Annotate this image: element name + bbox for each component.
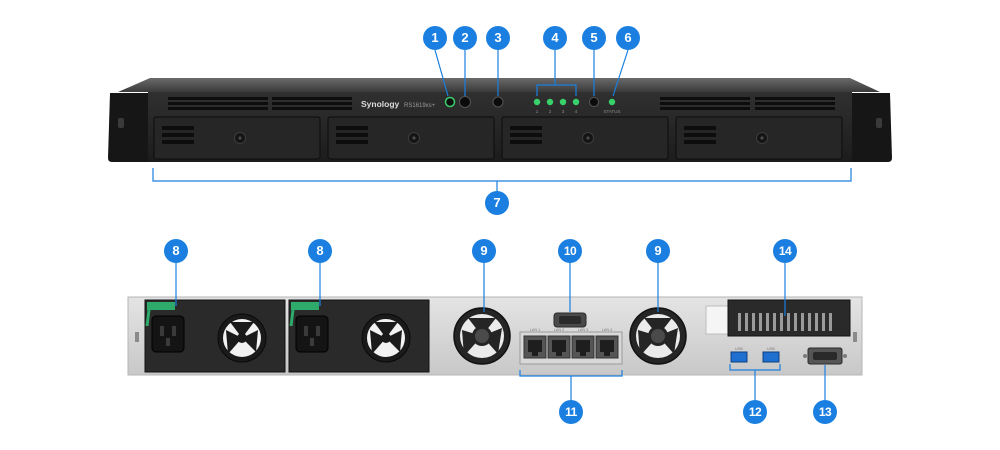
drive-tray[interactable] <box>327 116 495 160</box>
callout-number: 4 <box>551 30 559 45</box>
callout-badge-8: 8 <box>308 239 332 263</box>
front-vents-left <box>168 97 352 110</box>
drive-led <box>559 98 567 106</box>
status-led <box>608 98 616 106</box>
lan-port-label: LAN 2 <box>554 328 565 332</box>
callout-badge-5: 5 <box>582 26 606 50</box>
lan-ports <box>519 331 623 365</box>
left-rack-ear <box>108 93 150 162</box>
drive-number-label: 2 <box>549 109 552 114</box>
callout-badge-12: 12 <box>743 400 767 424</box>
lan-port-label: LAN 4 <box>602 328 613 332</box>
drive-tray[interactable] <box>153 116 321 160</box>
drive-number-label: 4 <box>575 109 578 114</box>
lan-port[interactable] <box>595 335 619 359</box>
drive-led <box>533 98 541 106</box>
callout-badge-6: 6 <box>616 26 640 50</box>
callout-badge-9: 9 <box>472 239 496 263</box>
right-rack-ear <box>850 93 892 162</box>
beep-off-button[interactable] <box>492 96 504 108</box>
callout-number: 6 <box>624 30 632 45</box>
drive-status-leds <box>533 98 580 106</box>
power-supply <box>288 299 430 373</box>
usb-label: USB <box>735 347 743 351</box>
callout-number: 11 <box>565 405 577 419</box>
reset-button[interactable] <box>589 97 599 107</box>
callout-number: 9 <box>654 243 662 258</box>
callout-number: 1 <box>431 30 439 45</box>
callout-badge-10: 10 <box>558 239 582 263</box>
lan-port[interactable] <box>571 335 595 359</box>
callout-number: 9 <box>480 243 488 258</box>
callout-number: 8 <box>172 243 180 258</box>
callout-number: 3 <box>494 30 502 45</box>
callout-number: 12 <box>748 405 762 419</box>
power-inlet[interactable] <box>295 315 329 353</box>
callout-number: 13 <box>818 405 832 419</box>
status-led-label: STATUS <box>603 109 620 114</box>
usb-port[interactable] <box>762 351 780 363</box>
callout-badge-1: 1 <box>423 26 447 50</box>
lan-port[interactable] <box>523 335 547 359</box>
model-label: RS1619xs+ <box>404 103 436 109</box>
system-fan <box>629 307 687 365</box>
drive-number-label: 3 <box>562 109 565 114</box>
callout-badge-11: 11 <box>559 400 583 424</box>
lan-port-label: LAN 3 <box>578 328 589 332</box>
rear-panel: LAN 1 LAN 2 LAN 3 LAN 4 <box>127 296 863 376</box>
rear-leader-lines <box>175 263 826 400</box>
drive-number-label: 1 <box>536 109 539 114</box>
pcie-expansion-slot[interactable] <box>727 299 851 337</box>
callout-number: 5 <box>590 30 598 45</box>
front-leader-lines <box>152 49 852 192</box>
lan-port[interactable] <box>547 335 571 359</box>
drive-tray[interactable] <box>501 116 669 160</box>
callout-badge-3: 3 <box>486 26 510 50</box>
power-inlet[interactable] <box>151 315 185 353</box>
power-supply <box>144 299 286 373</box>
front-vents-right <box>660 97 835 110</box>
callout-number: 10 <box>563 244 577 258</box>
callout-badge-9: 9 <box>646 239 670 263</box>
callout-badge-14: 14 <box>773 239 797 263</box>
callout-number: 2 <box>461 30 469 45</box>
callout-number: 7 <box>493 195 501 210</box>
drive-tray[interactable] <box>675 116 843 160</box>
system-fan <box>453 307 511 365</box>
copy-button[interactable] <box>459 96 471 108</box>
front-top-lid <box>118 78 880 92</box>
callout-number: 8 <box>316 243 324 258</box>
callout-badge-13: 13 <box>813 400 837 424</box>
drive-led <box>546 98 554 106</box>
drive-led <box>572 98 580 106</box>
callout-badge-2: 2 <box>453 26 477 50</box>
expansion-slot-bracket <box>705 305 729 335</box>
front-panel: Synology RS1619xs+ 1 2 3 4 STATUS <box>108 78 892 162</box>
lan-port-label: LAN 1 <box>530 328 541 332</box>
drive-trays <box>153 116 843 160</box>
power-button[interactable] <box>444 96 456 108</box>
usb-port[interactable] <box>730 351 748 363</box>
callout-badge-7: 7 <box>485 191 509 215</box>
brand-logo: Synology <box>361 99 400 109</box>
callout-badge-8: 8 <box>164 239 188 263</box>
callout-badge-4: 4 <box>543 26 567 50</box>
callout-number: 14 <box>778 244 792 258</box>
usb-label: USB <box>767 347 775 351</box>
